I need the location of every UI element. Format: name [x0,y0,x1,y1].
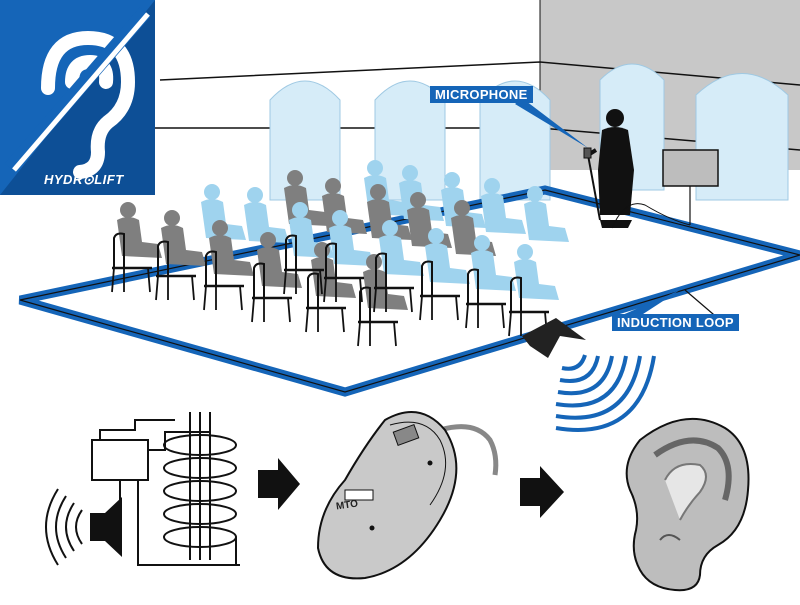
arrow-right-icon-2 [520,466,564,518]
hearing-loop-ear-icon [41,30,136,179]
microphone-icon [583,147,601,221]
hearing-aid-icon [316,411,499,580]
hydrolift-logo [0,0,155,195]
speaker-icon [45,488,122,566]
microphone-label: MICROPHONE [430,86,533,103]
microphone-label-pointer [515,98,588,148]
speaker-at-podium [583,109,634,228]
induction-coil-icon [91,412,240,566]
ear-icon [625,417,750,592]
brand-logo-text: HYDR⊙LIFT [44,172,124,187]
arrow-right-icon [258,458,300,510]
arrow-down-icon [522,318,586,358]
signal-waves [555,354,656,432]
amplifier-box-icon [611,149,719,229]
induction-loop-label: INDUCTION LOOP [612,314,739,331]
induction-loop-label-pointer [620,290,680,316]
